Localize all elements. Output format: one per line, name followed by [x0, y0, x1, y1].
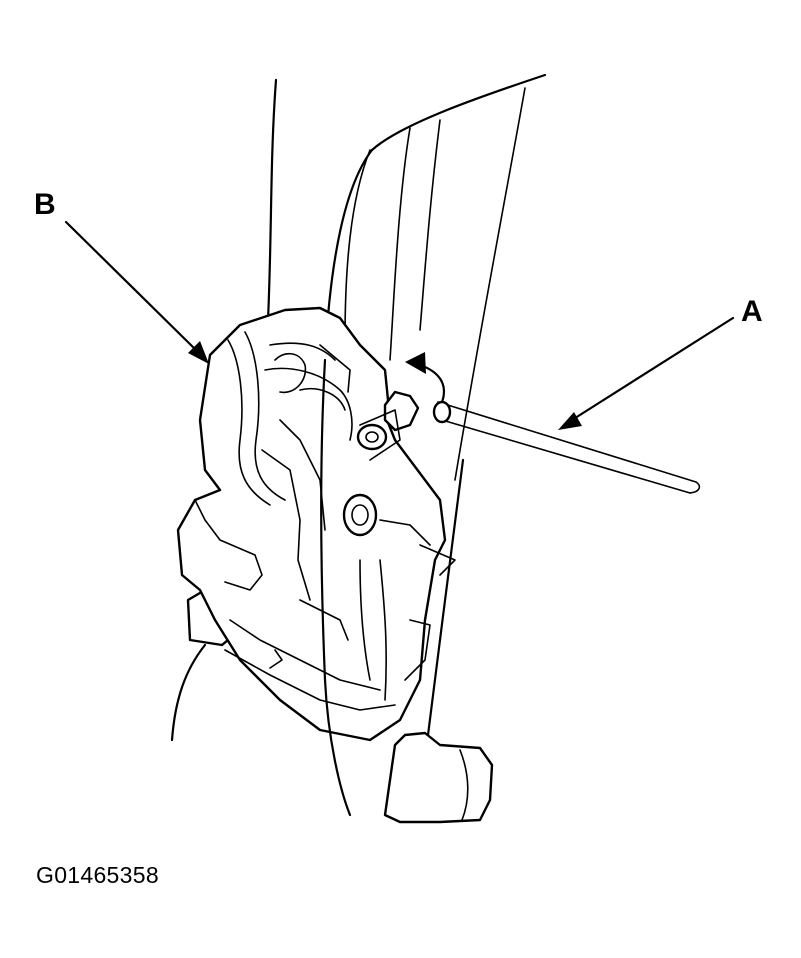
figure-id: G01465358	[36, 862, 159, 888]
callout-label-b: B	[34, 188, 56, 221]
callout-arrow-b	[64, 220, 209, 364]
linkage-rod	[432, 400, 701, 494]
rod-clip	[356, 390, 420, 461]
door-glass-panel	[266, 73, 547, 737]
callout-label-a: A	[741, 295, 763, 328]
rotation-arrow	[405, 352, 446, 404]
callout-arrow-a	[558, 316, 735, 430]
door-latch-assembly	[176, 306, 456, 817]
lower-bracket	[383, 731, 494, 824]
